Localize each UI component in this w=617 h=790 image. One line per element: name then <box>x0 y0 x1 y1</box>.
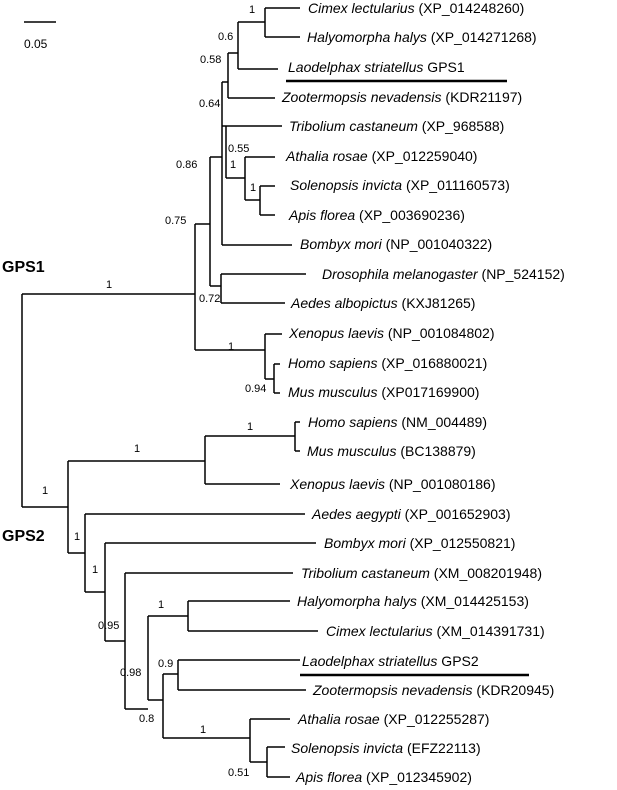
leaf-label: Homo sapiens (NM_004489) <box>308 414 487 430</box>
leaf-label: Halyomorpha halys (XM_014425153) <box>297 593 529 609</box>
support-value: 0.8 <box>139 713 154 725</box>
support-value: 0.72 <box>199 293 220 305</box>
group-label-gps2: GPS2 <box>2 528 45 545</box>
leaf-label: Solenopsis invicta (EFZ22113) <box>291 740 481 756</box>
leaf-label: Apis florea (XP_012345902) <box>295 769 472 785</box>
support-value: 1 <box>228 341 234 353</box>
leaf-label: Zootermopsis nevadensis (KDR21197) <box>281 89 522 105</box>
support-value: 1 <box>106 279 112 291</box>
leaf-label: Aedes aegypti (XP_001652903) <box>311 506 511 522</box>
leaf-labels: Cimex lectularius (XP_014248260) Halyomo… <box>281 0 565 785</box>
leaf-label: Athalia rosae (XP_012259040) <box>285 148 477 164</box>
support-value: 1 <box>200 724 206 736</box>
support-value: 1 <box>74 531 80 543</box>
support-value: 1 <box>249 4 255 16</box>
leaf-label: Solenopsis invicta (XP_011160573) <box>290 177 510 193</box>
support-value: 0.86 <box>176 159 197 171</box>
support-value: 0.51 <box>228 767 249 779</box>
leaf-label: Mus musculus (XP017169900) <box>288 384 479 400</box>
support-values: 1 0.6 0.58 0.64 0.55 1 1 0.86 0.75 0.72 … <box>42 4 266 779</box>
support-value: 1 <box>158 599 164 611</box>
leaf-label-highlight: Laodelphax striatellus GPS2 <box>302 653 479 669</box>
support-value: 0.6 <box>218 31 233 43</box>
leaf-label: Cimex lectularius (XP_014248260) <box>308 0 524 16</box>
support-value: 0.95 <box>98 620 119 632</box>
support-value: 0.9 <box>158 658 173 670</box>
leaf-label: Tribolium castaneum (XM_008201948) <box>301 565 542 581</box>
support-value: 0.64 <box>199 98 220 110</box>
support-value: 0.58 <box>200 54 221 66</box>
leaf-label: Athalia rosae (XP_012255287) <box>297 711 489 727</box>
support-value: 1 <box>92 564 98 576</box>
leaf-label: Drosophila melanogaster (NP_524152) <box>322 266 565 282</box>
leaf-label: Aedes albopictus (KXJ81265) <box>290 295 475 311</box>
support-value: 0.94 <box>245 383 266 395</box>
group-label-gps1: GPS1 <box>2 259 45 276</box>
leaf-label: Xenopus laevis (NP_001084802) <box>288 325 494 341</box>
scale-bar-label: 0.05 <box>24 37 48 51</box>
leaf-label: Apis florea (XP_003690236) <box>288 207 465 223</box>
support-value: 1 <box>42 485 48 497</box>
leaf-label: Cimex lectularius (XM_014391731) <box>326 623 545 639</box>
leaf-label: Zootermopsis nevadensis (KDR20945) <box>312 682 554 698</box>
leaf-label: Bombyx mori (NP_001040322) <box>300 236 492 252</box>
support-value: 0.75 <box>165 215 186 227</box>
support-value: 1 <box>134 443 140 455</box>
leaf-label: Halyomorpha halys (XP_014271268) <box>307 29 537 45</box>
leaf-label: Tribolium castaneum (XP_968588) <box>289 118 504 134</box>
support-value: 1 <box>250 182 256 194</box>
leaf-label-highlight: Laodelphax striatellus GPS1 <box>288 59 465 75</box>
support-value: 1 <box>230 159 236 171</box>
leaf-label: Bombyx mori (XP_012550821) <box>324 535 515 551</box>
leaf-label: Mus musculus (BC138879) <box>307 443 476 459</box>
leaf-label: Xenopus laevis (NP_001080186) <box>289 476 495 492</box>
leaf-label: Homo sapiens (XP_016880021) <box>288 355 487 371</box>
tree-branches <box>21 7 318 778</box>
support-value: 1 <box>247 421 253 433</box>
support-value: 0.98 <box>120 667 141 679</box>
support-value: 0.55 <box>228 143 249 155</box>
